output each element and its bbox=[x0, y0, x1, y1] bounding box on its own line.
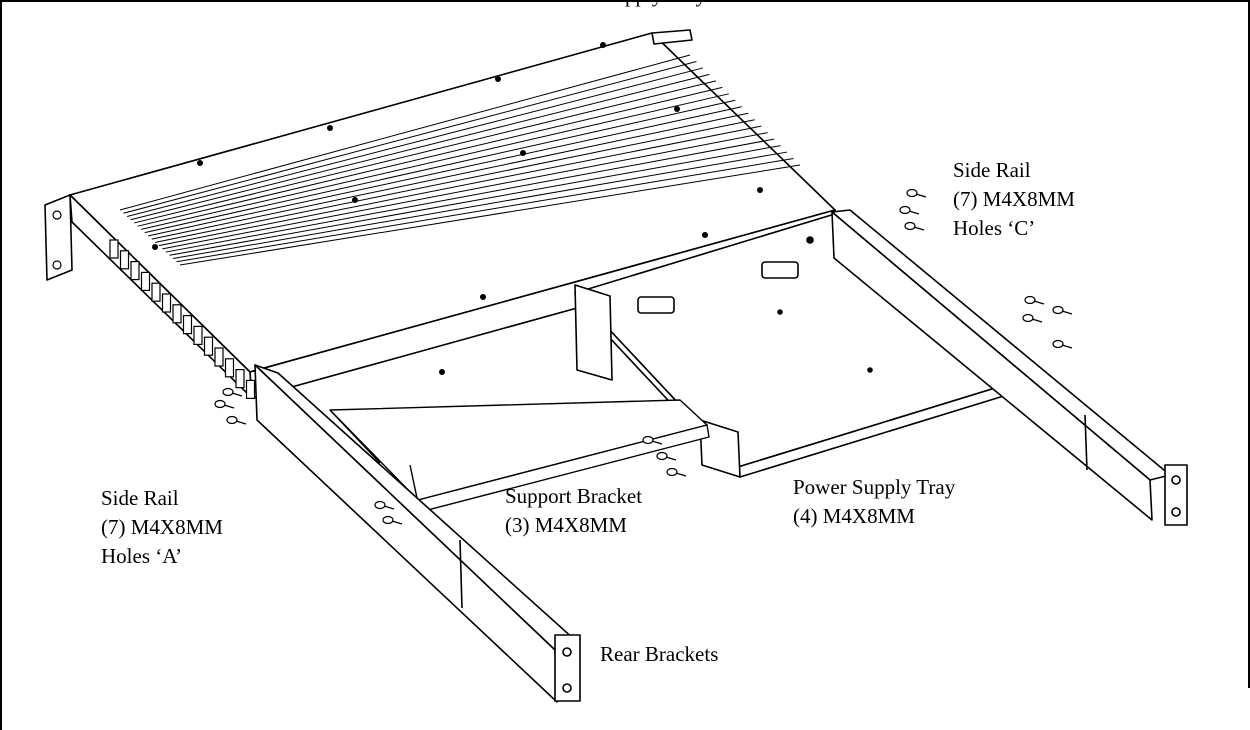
heatsink-fin bbox=[172, 151, 788, 260]
side-rail-a bbox=[254, 364, 581, 703]
callout-title: Side Rail bbox=[101, 486, 179, 510]
heatsink-fin bbox=[158, 125, 762, 247]
front-port bbox=[140, 271, 151, 291]
callout-title: Support Bracket bbox=[505, 484, 643, 508]
front-port bbox=[130, 261, 140, 281]
callout-screws: (3) M4X8MM bbox=[505, 513, 627, 537]
front-port bbox=[203, 336, 214, 356]
front-port bbox=[109, 239, 119, 259]
screw-icon bbox=[1052, 339, 1073, 349]
callout-rear-brackets: Rear Brackets bbox=[600, 640, 718, 669]
heatsink-fin bbox=[162, 132, 768, 250]
front-port bbox=[151, 282, 161, 302]
screw-icon bbox=[214, 399, 235, 409]
screw-icon bbox=[899, 205, 920, 215]
screw-icon bbox=[226, 415, 247, 425]
front-port bbox=[245, 379, 256, 399]
screw-icon bbox=[1052, 305, 1073, 315]
screw-icon bbox=[656, 451, 677, 461]
callout-title: Side Rail bbox=[953, 158, 1031, 182]
screw-icon bbox=[904, 221, 925, 231]
heatsink-fin bbox=[137, 86, 723, 227]
heatsink-fin bbox=[133, 80, 717, 224]
callout-title: Rear Brackets bbox=[600, 642, 719, 666]
screw-icon bbox=[906, 188, 927, 198]
callout-holes: Holes ‘A’ bbox=[101, 544, 183, 568]
callout-screws: (4) M4X8MM bbox=[793, 504, 915, 528]
front-port bbox=[235, 369, 245, 389]
heatsink-fin bbox=[155, 119, 755, 243]
screw-icon bbox=[666, 467, 687, 477]
callout-power-supply-tray: Power Supply Tray (4) M4X8MM bbox=[793, 473, 955, 531]
screw-icon bbox=[374, 500, 395, 510]
support-bracket bbox=[329, 399, 710, 513]
screw-icon bbox=[222, 387, 243, 397]
heatsink-fin bbox=[165, 138, 775, 253]
side-rail-c bbox=[831, 209, 1188, 526]
top-caption: Power Supply Tray bbox=[0, 0, 1250, 8]
heatsink-fin bbox=[123, 60, 697, 214]
heatsink-fin bbox=[151, 112, 749, 240]
callout-side-rail-a: Side Rail (7) M4X8MM Holes ‘A’ bbox=[101, 484, 223, 571]
heatsink-fins bbox=[119, 54, 801, 266]
front-ports bbox=[109, 239, 256, 399]
front-port bbox=[119, 250, 130, 270]
front-port bbox=[172, 304, 182, 324]
screw-icon bbox=[1022, 313, 1043, 323]
heatsink-fin bbox=[130, 73, 710, 221]
callout-side-rail-c: Side Rail (7) M4X8MM Holes ‘C’ bbox=[953, 156, 1075, 243]
callout-screws: (7) M4X8MM bbox=[101, 515, 223, 539]
callout-holes: Holes ‘C’ bbox=[953, 216, 1036, 240]
front-port bbox=[193, 325, 203, 345]
screw-icon bbox=[642, 435, 663, 445]
screw-icon bbox=[1024, 295, 1045, 305]
front-port bbox=[182, 315, 193, 335]
heatsink-fin bbox=[126, 67, 704, 217]
heatsink-fin bbox=[169, 145, 781, 256]
heatsink-fin bbox=[176, 158, 794, 263]
chassis-holes bbox=[52, 42, 763, 375]
callout-title: Power Supply Tray bbox=[793, 475, 956, 499]
heatsink-fin bbox=[179, 164, 801, 266]
front-port bbox=[214, 347, 224, 367]
screws bbox=[214, 188, 1073, 525]
heatsink-fin bbox=[148, 106, 742, 237]
heatsink-fin bbox=[144, 99, 736, 234]
front-port bbox=[224, 358, 235, 378]
callout-screws: (7) M4X8MM bbox=[953, 187, 1075, 211]
callout-support-bracket: Support Bracket (3) M4X8MM bbox=[505, 482, 642, 540]
screw-icon bbox=[382, 515, 403, 525]
heatsink-fin bbox=[119, 54, 691, 211]
heatsink-fin bbox=[141, 93, 729, 230]
front-port bbox=[161, 293, 172, 313]
